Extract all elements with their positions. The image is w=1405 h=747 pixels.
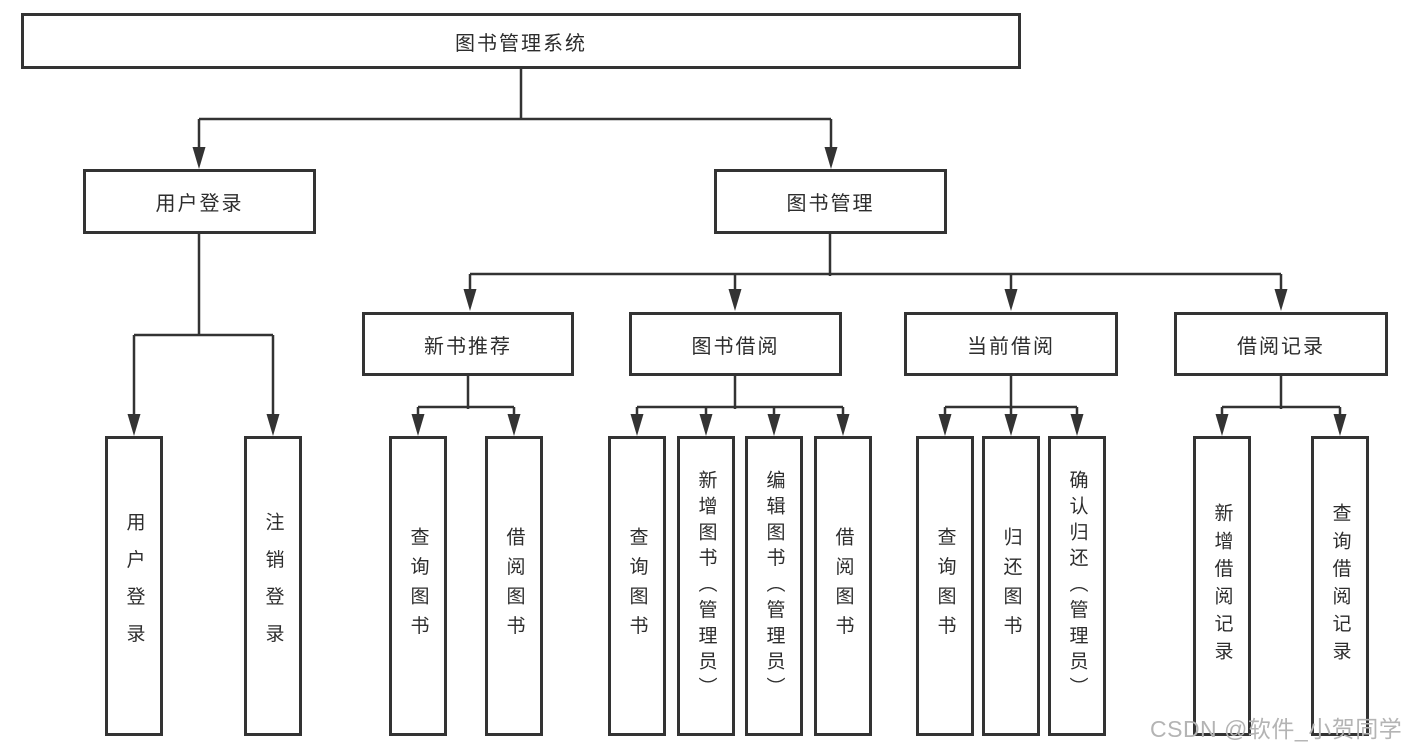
node-label: 新增借阅记录 [1211,503,1233,669]
node-label: 图书借阅 [691,335,780,358]
leaf-query-books-recommend: 查询图书 [389,436,447,736]
watermark: CSDN @软件_小贺同学 [1150,716,1403,742]
node-label: 归还图书 [1000,527,1022,645]
node-label: 图书管理 [786,193,875,215]
leaf-borrow-books-recommend: 借阅图书 [485,436,543,736]
node-label: 借阅图书 [832,527,854,645]
leaf-query-books-borrowing: 查询图书 [608,436,666,736]
node-label: 借阅记录 [1237,335,1325,358]
leaf-confirm-return-admin: 确认归还（管理员） [1048,436,1106,736]
leaf-borrow-books-borrowing: 借阅图书 [814,436,872,736]
leaf-query-books-current: 查询图书 [916,436,974,736]
node-label: 注销登录 [262,511,284,661]
node-new-book-recommendation: 新书推荐 [362,312,574,376]
node-library-management-system: 图书管理系统 [21,13,1021,69]
node-user-login: 用户登录 [83,169,316,234]
leaf-user-login: 用户登录 [105,436,163,736]
node-label: 查询图书 [626,527,648,645]
node-label: 确认归还（管理员） [1066,469,1088,703]
node-label: 图书管理系统 [455,32,587,55]
node-borrowing-records: 借阅记录 [1174,312,1388,376]
node-label: 新书推荐 [424,335,512,358]
node-book-borrowing: 图书借阅 [629,312,842,376]
node-label: 查询图书 [407,527,429,645]
node-book-management: 图书管理 [714,169,947,234]
node-label: 查询借阅记录 [1329,503,1351,669]
node-label: 新增图书（管理员） [695,469,717,703]
node-label: 用户登录 [123,511,145,661]
leaf-add-books-admin: 新增图书（管理员） [677,436,735,736]
node-label: 编辑图书（管理员） [763,469,785,703]
node-current-borrowing: 当前借阅 [904,312,1118,376]
leaf-edit-books-admin: 编辑图书（管理员） [745,436,803,736]
node-label: 查询图书 [934,527,956,645]
node-label: 借阅图书 [503,527,525,645]
leaf-logout: 注销登录 [244,436,302,736]
node-label: 当前借阅 [967,335,1055,358]
leaf-query-borrow-record: 查询借阅记录 [1311,436,1369,736]
leaf-return-books: 归还图书 [982,436,1040,736]
node-label: 用户登录 [155,193,244,215]
leaf-add-borrow-record: 新增借阅记录 [1193,436,1251,736]
